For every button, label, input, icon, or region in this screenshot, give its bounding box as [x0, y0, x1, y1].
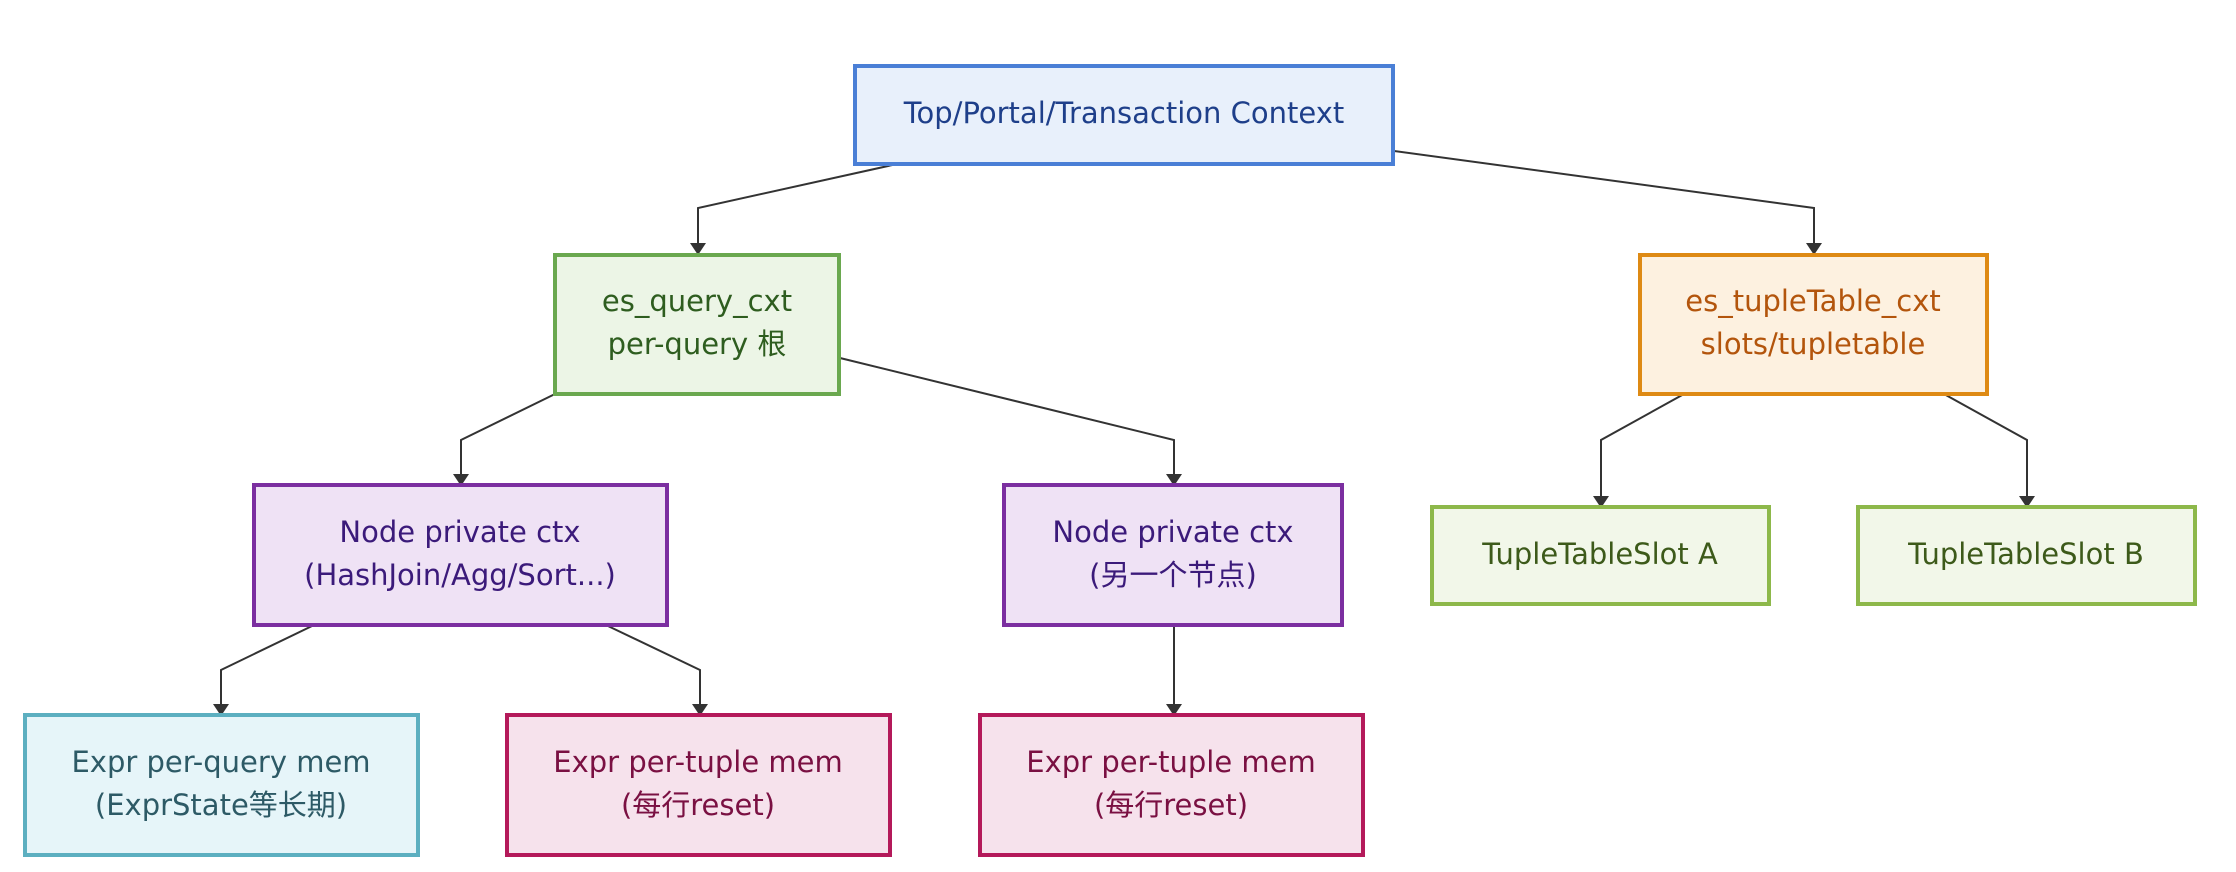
node-expr-per-query-mem: Expr per-query mem (ExprState等长期) [23, 713, 420, 857]
node-es-tupletable-cxt: es_tupleTable_cxt slots/tupletable [1638, 253, 1989, 396]
node-expr-tuple-1-label-2: (每行reset) [621, 788, 775, 822]
node-private-ctx-2: Node private ctx (另一个节点) [1002, 483, 1344, 627]
node-expr-tuple-1-label-1: Expr per-tuple mem [553, 745, 842, 779]
node-expr-tuple-2-label-1: Expr per-tuple mem [1026, 745, 1315, 779]
edge-es-tupletable-to-slot-a [1593, 393, 1685, 508]
edge-node-private-2-to-expr-tuple-2 [1166, 626, 1182, 716]
node-private-2-label-2: (另一个节点) [1089, 558, 1257, 592]
node-top-label: Top/Portal/Transaction Context [903, 96, 1345, 130]
node-expr-per-tuple-mem-2: Expr per-tuple mem (每行reset) [978, 713, 1365, 857]
node-slot-a-label: TupleTableSlot A [1481, 537, 1718, 571]
node-tupletableslot-a: TupleTableSlot A [1430, 505, 1771, 606]
node-es-query-label-1: es_query_cxt [602, 284, 792, 318]
node-slot-b-label: TupleTableSlot B [1907, 537, 2144, 571]
node-tupletableslot-b: TupleTableSlot B [1856, 505, 2197, 606]
node-private-ctx-1: Node private ctx (HashJoin/Agg/Sort...) [252, 483, 669, 627]
node-private-1-label-1: Node private ctx [339, 515, 580, 549]
node-es-query-cxt: es_query_cxt per-query 根 [553, 253, 841, 396]
edge-top-to-es-query [690, 163, 898, 255]
edge-es-tupletable-to-slot-b [1943, 393, 2035, 508]
node-private-1-label-2: (HashJoin/Agg/Sort...) [304, 558, 616, 592]
node-expr-query-label-2: (ExprState等长期) [95, 788, 347, 822]
node-es-tupletable-label-1: es_tupleTable_cxt [1685, 284, 1940, 318]
node-es-tupletable-label-2: slots/tupletable [1701, 327, 1926, 361]
edge-es-query-to-node-private-1 [453, 393, 556, 486]
edge-node-private-1-to-expr-tuple-1 [607, 625, 708, 716]
node-expr-tuple-2-label-2: (每行reset) [1094, 788, 1248, 822]
node-private-2-label-1: Node private ctx [1052, 515, 1293, 549]
edge-top-to-es-tupletable [1393, 150, 1822, 255]
node-expr-per-tuple-mem-1: Expr per-tuple mem (每行reset) [505, 713, 892, 857]
node-es-query-label-2: per-query 根 [608, 327, 787, 361]
node-expr-query-label-1: Expr per-query mem [71, 745, 370, 779]
edge-es-query-to-node-private-2 [839, 357, 1182, 486]
node-top-portal-transaction-context: Top/Portal/Transaction Context [853, 64, 1395, 166]
edge-node-private-1-to-expr-query [213, 625, 313, 716]
